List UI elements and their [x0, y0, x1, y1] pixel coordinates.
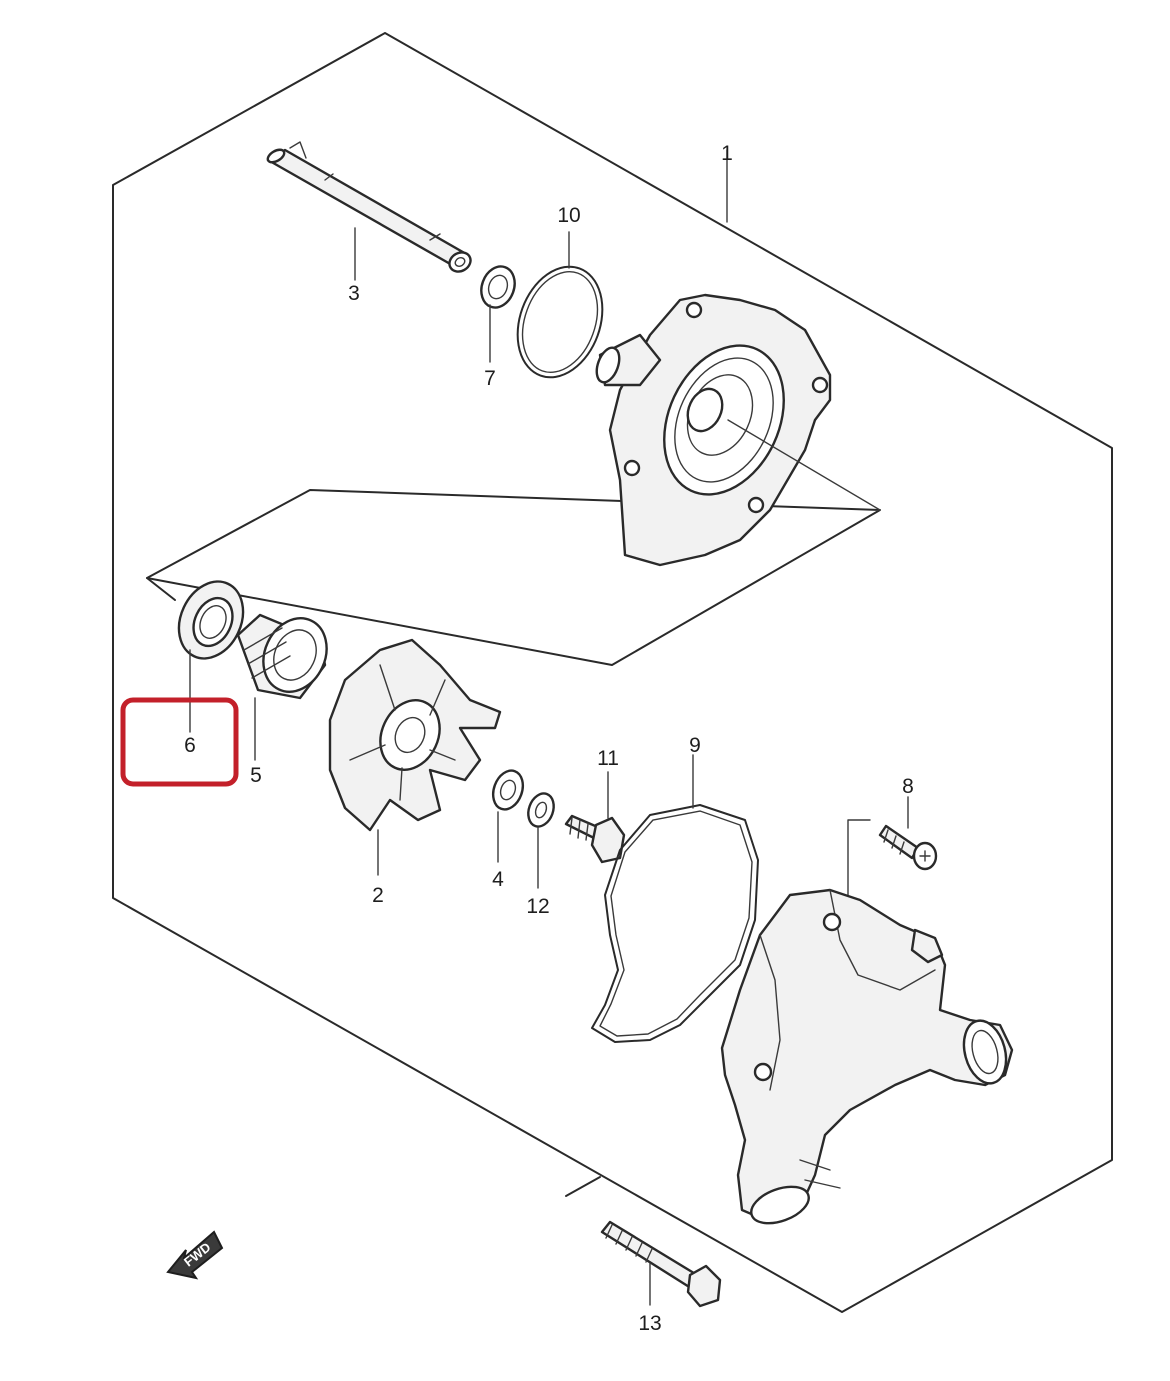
part-label-8: 8: [902, 775, 914, 798]
forward-direction-arrow: FWD: [166, 1230, 224, 1280]
bolt-11: [564, 771, 626, 864]
gasket-9: [591, 754, 759, 1043]
part-label-1: 1: [721, 142, 733, 165]
pump-body: [720, 888, 1014, 1225]
washer-7: [480, 265, 516, 363]
part-label-5: 5: [250, 764, 262, 787]
washer-4: [491, 769, 525, 863]
part-label-2: 2: [372, 884, 384, 907]
part-label-9: 9: [689, 734, 701, 757]
part-label-11: 11: [597, 747, 619, 770]
washer-12: [527, 792, 555, 889]
o-ring-10: [516, 231, 604, 379]
mechanical-seal-5: [236, 613, 328, 761]
bolt-13: [600, 1220, 722, 1308]
part-labels: 1 2 3 4 5 6 7 8 9 10 11 12 13: [184, 142, 914, 1335]
screw-8: [847, 796, 938, 906]
part-label-10: 10: [557, 204, 580, 227]
part-label-13: 13: [638, 1312, 661, 1335]
part-label-3: 3: [348, 282, 360, 305]
highlight-box-part-6: [120, 697, 239, 787]
impeller-2: [328, 638, 502, 876]
part-label-4: 4: [492, 868, 504, 891]
pump-shaft: [266, 141, 472, 281]
assembly-frame: [112, 32, 1113, 1313]
pump-cover: [595, 149, 881, 567]
part-label-6: 6: [184, 734, 196, 757]
part-label-12: 12: [526, 895, 549, 918]
part-label-7: 7: [484, 367, 496, 390]
oil-seal-6: [177, 580, 245, 733]
